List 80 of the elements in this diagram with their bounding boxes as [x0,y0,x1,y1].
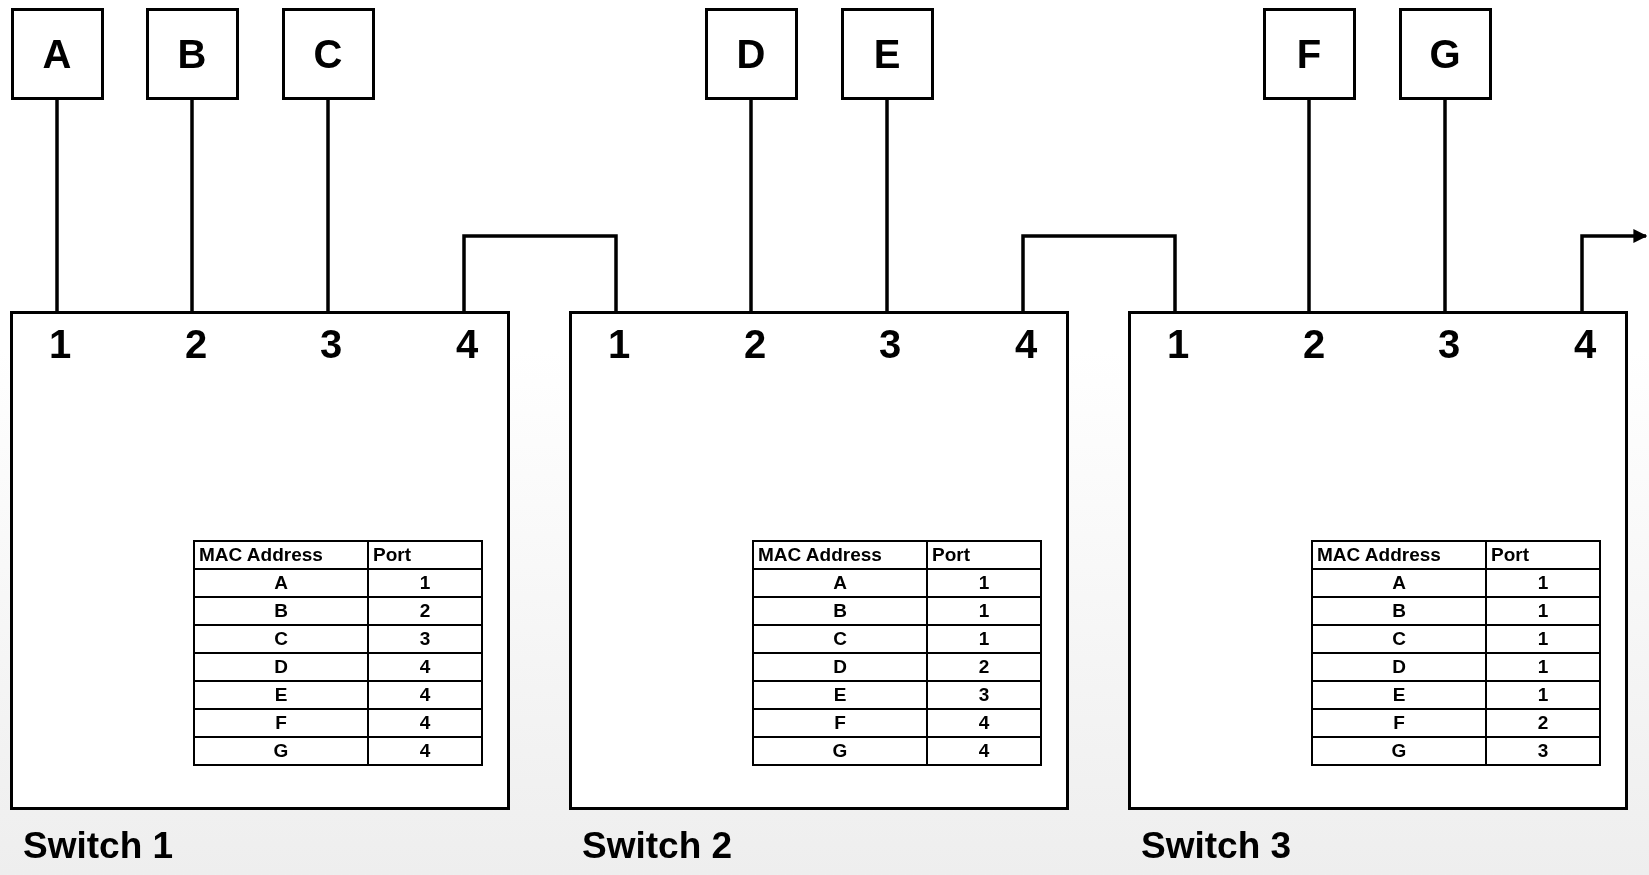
port-value: 1 [978,628,990,650]
connector-line [1307,100,1311,311]
switch-label: Switch 3 [1141,825,1292,867]
port-value: 1 [1537,628,1549,650]
column-header: Port [932,544,970,566]
column-header: Port [1491,544,1529,566]
host-box: A [10,8,104,100]
column-header: MAC Address [199,544,323,566]
connector-line [462,234,618,311]
switch-label: Switch 2 [582,825,733,867]
connector-line [326,100,330,311]
port-number: 2 [743,322,767,367]
port-value: 4 [978,712,990,734]
port-number: 4 [1573,322,1597,367]
mac-address: F [275,712,287,734]
port-value: 1 [1537,572,1549,594]
mac-address: D [833,656,847,678]
connector-line [190,100,194,311]
port-number: 1 [607,322,631,367]
port-number: 3 [319,322,343,367]
mac-address: E [833,684,847,706]
port-value: 1 [978,600,990,622]
column-header: Port [373,544,411,566]
port-value: 4 [978,740,990,762]
mac-address: E [274,684,288,706]
column-header: MAC Address [1317,544,1441,566]
mac-address: F [1393,712,1405,734]
port-value: 1 [1537,600,1549,622]
column-header: MAC Address [758,544,882,566]
port-value: 4 [419,712,431,734]
port-number: 1 [48,322,72,367]
connector-line [55,100,59,311]
mac-address: G [1391,740,1407,762]
mac-address: A [1392,572,1406,594]
port-number: 4 [455,322,479,367]
mac-address: B [833,600,847,622]
port-value: 3 [978,684,990,706]
mac-address: C [833,628,847,650]
port-number: 4 [1014,322,1038,367]
mac-address: G [832,740,848,762]
switch-label: Switch 1 [23,825,174,867]
port-value: 1 [1537,656,1549,678]
mac-address: C [1392,628,1406,650]
connector-line [1021,234,1177,311]
port-number: 2 [184,322,208,367]
mac-address: D [274,656,288,678]
connector-line [749,100,753,311]
mac-address: C [274,628,288,650]
port-value: 1 [1537,684,1549,706]
port-value: 4 [419,656,431,678]
mac-address: A [833,572,847,594]
port-number: 3 [878,322,902,367]
port-value: 2 [1537,712,1549,734]
arrow [1580,229,1648,311]
host-box: D [704,8,798,100]
host-box: E [840,8,934,100]
connector-line [885,100,889,311]
port-value: 2 [978,656,990,678]
host-box: C [281,8,375,100]
port-value: 3 [419,628,431,650]
port-value: 1 [978,572,990,594]
connector-line [1443,100,1447,311]
mac-address: B [274,600,288,622]
mac-address: F [834,712,846,734]
mac-address: A [274,572,288,594]
mac-address: B [1392,600,1406,622]
port-number: 3 [1437,322,1461,367]
port-value: 3 [1537,740,1549,762]
port-value: 2 [419,600,431,622]
mac-address: G [273,740,289,762]
port-value: 4 [419,740,431,762]
host-box: B [145,8,239,100]
port-number: 2 [1302,322,1326,367]
port-value: 1 [419,572,431,594]
mac-address: D [1392,656,1406,678]
host-box: F [1262,8,1356,100]
port-number: 1 [1166,322,1190,367]
mac-address: E [1392,684,1406,706]
port-value: 4 [419,684,431,706]
host-box: G [1398,8,1492,100]
